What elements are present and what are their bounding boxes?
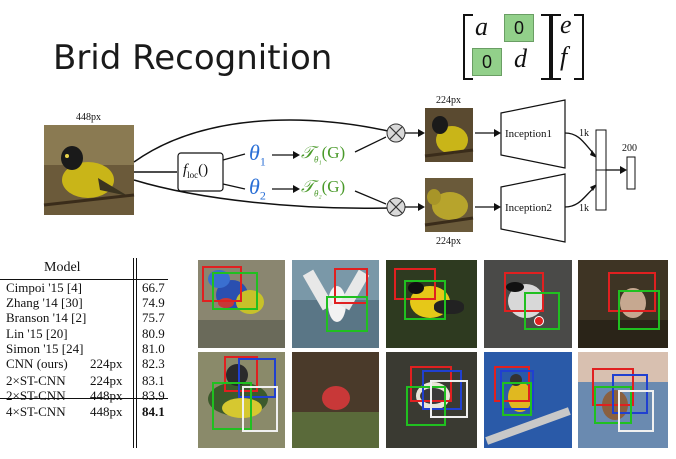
input-image (43, 125, 135, 215)
theta1-label: θ1 (249, 140, 266, 169)
table-vline-2 (136, 258, 137, 448)
example-image-5 (578, 260, 668, 348)
matrix-left-bracket (463, 14, 473, 80)
output-label: 200 (622, 143, 637, 154)
inception2-block (500, 173, 566, 243)
matrix-d: d (514, 44, 527, 73)
example-image-3 (386, 260, 477, 348)
model-input-size: 448px (90, 388, 123, 404)
transform2-label: 𝒯θ₂(G) (301, 177, 346, 199)
model-name: Simon '15 [24] (6, 340, 84, 356)
slide-title: Brid Recognition (53, 38, 333, 78)
transform1-label: 𝒯θ₁(G) (301, 143, 346, 165)
model-input-size: 224px (90, 356, 123, 371)
header-rule (0, 279, 168, 280)
accuracy-value: 81.0 (142, 340, 165, 356)
crop-image-2 (424, 178, 474, 232)
accuracy-value: 75.7 (142, 310, 165, 326)
example-image-1 (198, 260, 285, 348)
accuracy-value: 66.7 (142, 280, 165, 295)
matrix-top-right-cell: 0 (504, 14, 534, 42)
accuracy-value: 83.1 (142, 373, 165, 389)
floc-label: floc() (183, 162, 209, 180)
model-name: Lin '15 [20] (6, 325, 68, 341)
model-name: 2×ST-CNN (6, 388, 66, 404)
crop2-size-label: 224px (436, 236, 461, 247)
inception2-label: Inception2 (505, 202, 553, 214)
vector-e: e (560, 10, 572, 39)
model-input-size: 448px (90, 403, 123, 419)
vector-f: f (560, 42, 568, 71)
example-image-6 (198, 352, 285, 448)
accuracy-value: 83.9 (142, 388, 165, 404)
accuracy-value: 74.9 (142, 295, 165, 311)
model-name: Zhang '14 [30] (6, 295, 83, 311)
matrix-right-bracket (541, 14, 551, 80)
table-header-model: Model (44, 260, 81, 275)
model-input-size: 224px (90, 373, 123, 389)
vector-right-bracket (574, 14, 584, 80)
theta2-label: θ2 (249, 174, 266, 203)
vector-left-bracket (551, 14, 561, 80)
input-size-label: 448px (76, 112, 101, 123)
mid-rule (0, 398, 168, 399)
inception1-block (500, 99, 566, 169)
example-image-8 (386, 352, 477, 448)
model-name: 2×ST-CNN (6, 373, 66, 389)
accuracy-value: 84.1 (142, 403, 165, 419)
crop1-size-label: 224px (436, 95, 461, 106)
example-image-2 (292, 260, 379, 348)
matrix-a: a (475, 12, 488, 41)
floc-box (177, 152, 224, 192)
flow-bottom-curve (133, 179, 389, 209)
model-name: CNN (ours) (6, 356, 68, 371)
matrix-bottom-left-cell: 0 (472, 48, 502, 76)
inception1-label: Inception1 (505, 128, 553, 140)
example-image-10 (578, 352, 668, 448)
model-name: Branson '14 [2] (6, 310, 87, 326)
multiply-node-1 (386, 123, 406, 143)
accuracy-value: 82.3 (142, 356, 165, 371)
model-name: Cimpoi '15 [4] (6, 280, 83, 295)
model-name: 4×ST-CNN (6, 403, 66, 419)
multiply-node-2 (386, 197, 406, 217)
feature2-label: 1k (579, 203, 589, 214)
example-image-4 (484, 260, 572, 348)
example-image-7 (292, 352, 379, 448)
accuracy-value: 80.9 (142, 325, 165, 341)
feature1-label: 1k (579, 128, 589, 139)
crop-image-1 (424, 108, 474, 162)
example-image-9 (484, 352, 572, 448)
flow-top-curve (133, 119, 389, 163)
table-vline-1 (133, 258, 134, 448)
output-bar (626, 156, 636, 190)
